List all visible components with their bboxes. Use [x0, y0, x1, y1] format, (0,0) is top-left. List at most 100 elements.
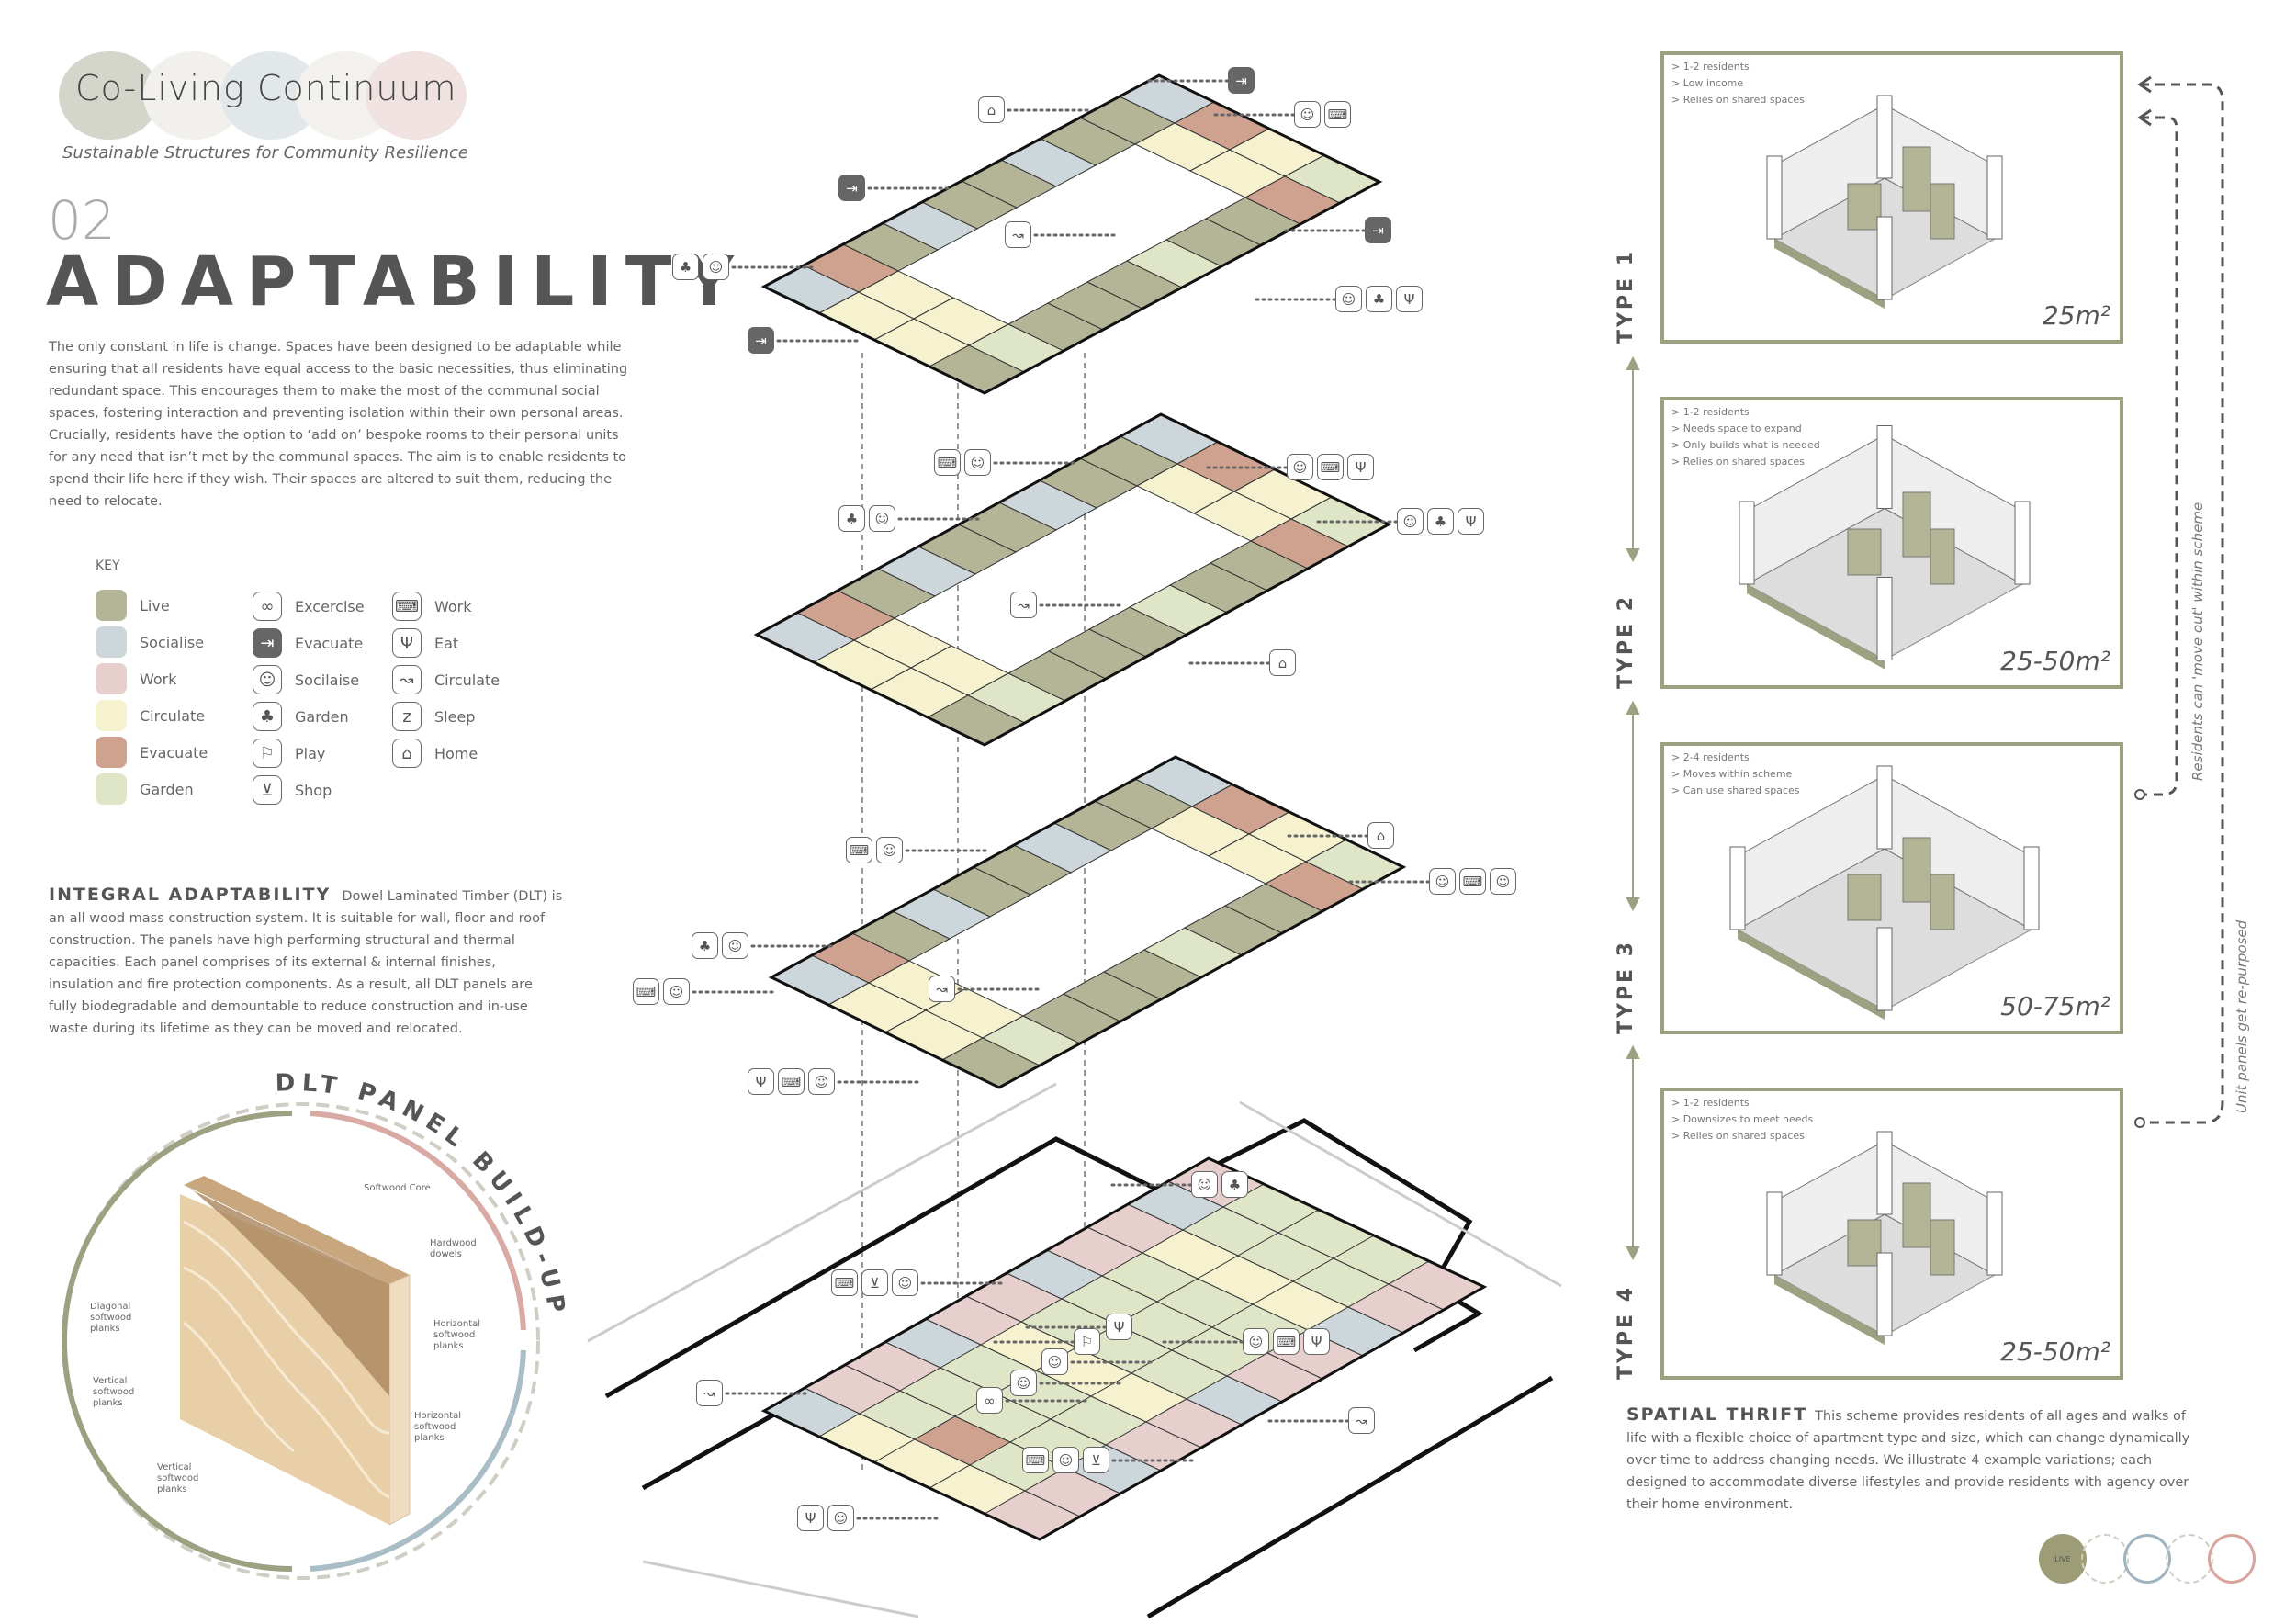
dlt-label: Horizontal softwood planks — [433, 1319, 481, 1351]
callout-work-socialise: ⌨☺ — [846, 837, 903, 863]
callout-circulate: ↝ — [929, 976, 955, 1002]
eat-icon: Ψ — [1303, 1328, 1330, 1355]
section-number: 02 — [48, 189, 116, 252]
key-zone-label: Live — [140, 596, 170, 615]
unit-furniture — [1847, 874, 1882, 921]
unit-furniture — [1930, 183, 1955, 240]
dlt-arc-green — [62, 1111, 293, 1572]
key-activity-exercise: ∞Excercise — [253, 592, 365, 621]
key-activity-label: Excercise — [295, 597, 365, 615]
dlt-arc-blue — [310, 1349, 526, 1572]
home-icon: ⌂ — [1269, 649, 1296, 676]
socialise-icon: ☺ — [1052, 1447, 1079, 1473]
socialise-icon: ☺ — [1429, 868, 1456, 895]
unit-column — [1876, 1131, 1893, 1215]
key-activity-label: Sleep — [434, 707, 476, 726]
key-zone-work: Work — [96, 663, 177, 694]
garden-icon: ♣ — [1221, 1171, 1248, 1198]
callout-circulate: ↝ — [696, 1380, 723, 1406]
key-activity-label: Eat — [434, 634, 459, 652]
unit-column — [1876, 577, 1893, 660]
page-title: Co-Living Continuum — [75, 68, 457, 108]
dlt-panel-top — [184, 1176, 410, 1284]
key-activity-label: Shop — [295, 781, 332, 799]
key-activity-socialise: ☺Socilaise — [253, 665, 359, 694]
key-activity-label: Home — [434, 744, 478, 762]
callout-evacuate: ⇥ — [1228, 67, 1255, 94]
socialise-icon: ☺ — [827, 1505, 854, 1531]
key-zone-label: Circulate — [140, 706, 206, 725]
page-subtitle: Sustainable Structures for Community Res… — [62, 143, 468, 163]
footer-circle — [2208, 1534, 2256, 1584]
socialise-icon: ☺ — [876, 837, 903, 863]
eat-icon: Ψ — [1458, 508, 1484, 535]
callout-garden-socialise: ♣☺ — [692, 932, 748, 959]
unit-furniture — [1902, 1182, 1931, 1248]
evacuate-icon: ⇥ — [1228, 67, 1255, 94]
shop-icon: ⊻ — [253, 775, 282, 805]
callout-garden-socialise: ♣☺ — [672, 254, 729, 280]
key-activity-garden: ♣Garden — [253, 702, 349, 731]
work-icon: ⌨ — [934, 449, 961, 476]
key-label: KEY — [96, 558, 120, 573]
socialise-icon: ☺ — [722, 932, 748, 959]
evacuate-icon: ⇥ — [838, 175, 865, 201]
type-feature: > Relies on shared spaces — [1671, 456, 1805, 468]
circulate-icon: ↝ — [696, 1380, 723, 1406]
socialise-icon: ☺ — [663, 978, 690, 1005]
zone-swatch — [96, 700, 127, 731]
unit-furniture — [1930, 528, 1955, 585]
unit-column — [1766, 155, 1783, 240]
eat-icon: Ψ — [1347, 454, 1374, 480]
key-activity-circulate: ↝Circulate — [392, 665, 500, 694]
socialise-icon: ☺ — [1294, 101, 1321, 128]
unit-furniture — [1930, 1219, 1955, 1276]
callout-home: ⌂ — [1269, 649, 1296, 676]
type-feature: > Can use shared spaces — [1671, 784, 1800, 796]
type-feature: > 2-4 residents — [1671, 751, 1750, 763]
unit-column — [1986, 155, 2003, 240]
key-activity-shop: ⊻ Shop — [253, 775, 332, 805]
unit-furniture — [1930, 874, 1955, 930]
type-area: 25-50m² — [2000, 1336, 2110, 1367]
home-icon: ⌂ — [1367, 822, 1394, 849]
home-icon: ⌂ — [392, 739, 422, 768]
intro-text: The only constant in life is change. Spa… — [49, 340, 628, 509]
dlt-panel-core — [193, 1190, 389, 1396]
unit-furniture — [1902, 146, 1931, 212]
type-feature: > Relies on shared spaces — [1671, 1130, 1805, 1142]
plate-outline — [753, 412, 1392, 747]
unit-column — [1876, 95, 1893, 179]
work-icon: ⌨ — [778, 1068, 805, 1095]
dlt-dashed-ring — [62, 1102, 540, 1580]
circulate-icon: ↝ — [1010, 592, 1037, 618]
unit-column — [1876, 216, 1893, 300]
key-zone-garden: Garden — [96, 773, 194, 805]
garden-icon: ♣ — [1427, 508, 1454, 535]
type-area: 25-50m² — [2000, 646, 2110, 676]
dlt-label: Vertical softwood planks — [157, 1462, 199, 1494]
unit-column — [1876, 1252, 1893, 1336]
circulate-icon: ↝ — [929, 976, 955, 1002]
zone-swatch — [96, 773, 127, 805]
key-zone-socialise: Socialise — [96, 626, 204, 658]
callout-socialise-garden: ☺♣ — [1191, 1171, 1248, 1198]
unit-base — [1747, 584, 1885, 670]
type-area: 25m² — [2042, 300, 2110, 331]
header-circle-green — [59, 51, 160, 140]
integral-heading: INTEGRAL ADAPTABILITY — [49, 885, 332, 905]
move-out-note: Residents can 'move out' within scheme — [2189, 502, 2206, 781]
key-zone-live: Live — [96, 590, 170, 621]
dlt-panel-diagram: DLT PANEL BUILD-UP — [62, 1069, 564, 1580]
move-out-dashed-path — [2140, 116, 2178, 796]
zone-swatch — [96, 737, 127, 768]
socialise-icon: ☺ — [1397, 508, 1424, 535]
key-zone-label: Socialise — [140, 633, 205, 651]
plate-outline — [760, 73, 1383, 395]
unit-column — [1876, 765, 1893, 850]
type-description: > 1-2 residents> Needs space to expand> … — [1671, 404, 1820, 470]
integral-text: Dowel Laminated Timber (DLT) is an all w… — [49, 889, 563, 1036]
